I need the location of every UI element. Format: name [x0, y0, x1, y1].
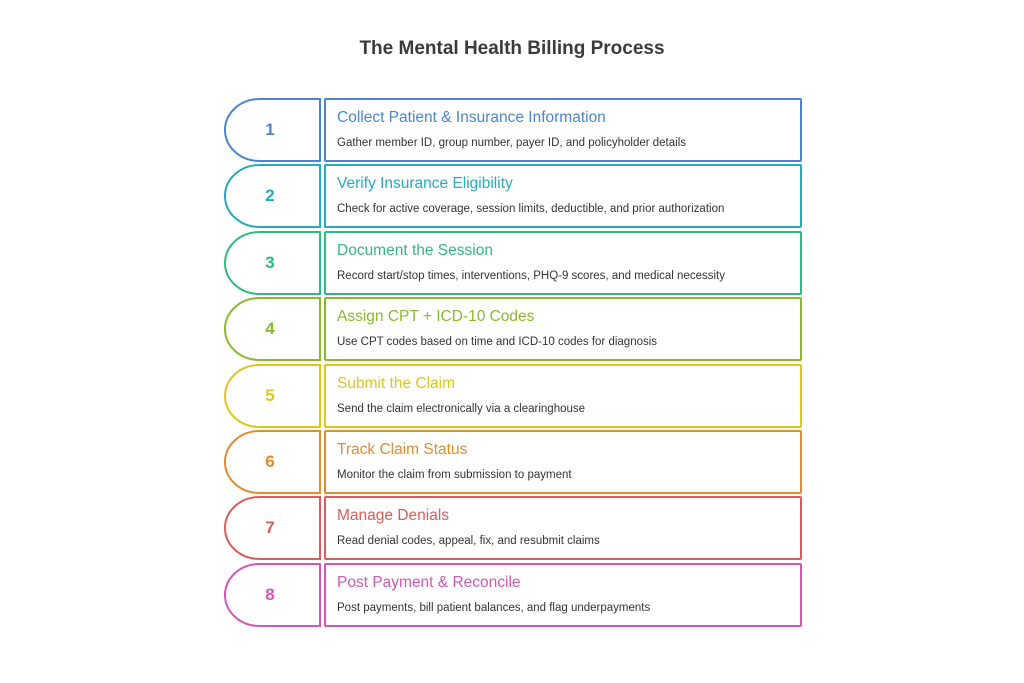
step-heading: Assign CPT + ICD-10 Codes	[337, 308, 535, 326]
step-heading: Track Claim Status	[337, 441, 468, 458]
step-number: 8	[265, 584, 275, 604]
step-tab-shape	[224, 363, 321, 428]
step-number-tab: 4	[224, 297, 322, 362]
step-heading: Collect Patient & Insurance Information	[337, 109, 606, 126]
step-number: 1	[265, 120, 275, 139]
step-tab-outline	[224, 496, 321, 561]
step-number: 2	[265, 186, 275, 206]
step-tab-shape	[224, 430, 321, 494]
step-number: 6	[265, 452, 275, 471]
step-tab-outline	[224, 230, 321, 295]
step-description: Check for active coverage, session limit…	[337, 203, 725, 216]
step-tab-shape	[224, 496, 321, 561]
step-tab-outline	[224, 562, 321, 627]
step-heading: Verify Insurance Eligibility	[337, 175, 513, 193]
step-number-tab: 7	[224, 496, 322, 561]
process-step: 1 Collect Patient & Insurance Information…	[224, 98, 802, 162]
step-tab-shape	[224, 98, 321, 162]
step-description: Monitor the claim from submission to pay…	[337, 469, 572, 481]
step-description: Record start/stop times, interventions, …	[337, 269, 725, 282]
step-tab-outline	[224, 363, 321, 428]
step-tab-outline	[224, 164, 321, 229]
step-number: 7	[265, 518, 275, 538]
step-heading: Manage Denials	[337, 507, 450, 525]
step-number-tab: 8	[224, 562, 322, 627]
step-number-tab: 1	[224, 98, 322, 162]
step-number-tab: 6	[224, 430, 322, 494]
step-tab-shape	[224, 297, 321, 362]
step-number-tab: 3	[224, 230, 322, 295]
step-heading: Post Payment & Reconcile	[337, 573, 521, 591]
step-number: 4	[265, 319, 275, 339]
step-description: Read denial codes, appeal, fix, and resu…	[337, 535, 600, 548]
step-description: Gather member ID, group number, payer ID…	[337, 137, 687, 149]
diagram-title: The Mental Health Billing Process	[359, 38, 665, 59]
step-number-tab: 5	[224, 363, 322, 428]
step-number-tab: 2	[224, 164, 322, 229]
step-tab-shape	[224, 164, 321, 229]
step-tab-outline	[224, 98, 321, 162]
step-description: Post payments, bill patient balances, an…	[337, 601, 651, 614]
step-heading: Submit the Claim	[337, 374, 456, 392]
step-description: Send the claim electronically via a clea…	[337, 402, 586, 415]
step-number: 3	[265, 252, 275, 272]
step-description: Use CPT codes based on time and ICD-10 c…	[337, 336, 658, 349]
step-tab-outline	[224, 297, 321, 362]
step-tab-shape	[224, 562, 321, 627]
step-tab-shape	[224, 230, 321, 295]
step-number: 5	[265, 385, 275, 405]
step-heading: Document the Session	[337, 241, 493, 259]
step-tab-outline	[224, 430, 321, 494]
